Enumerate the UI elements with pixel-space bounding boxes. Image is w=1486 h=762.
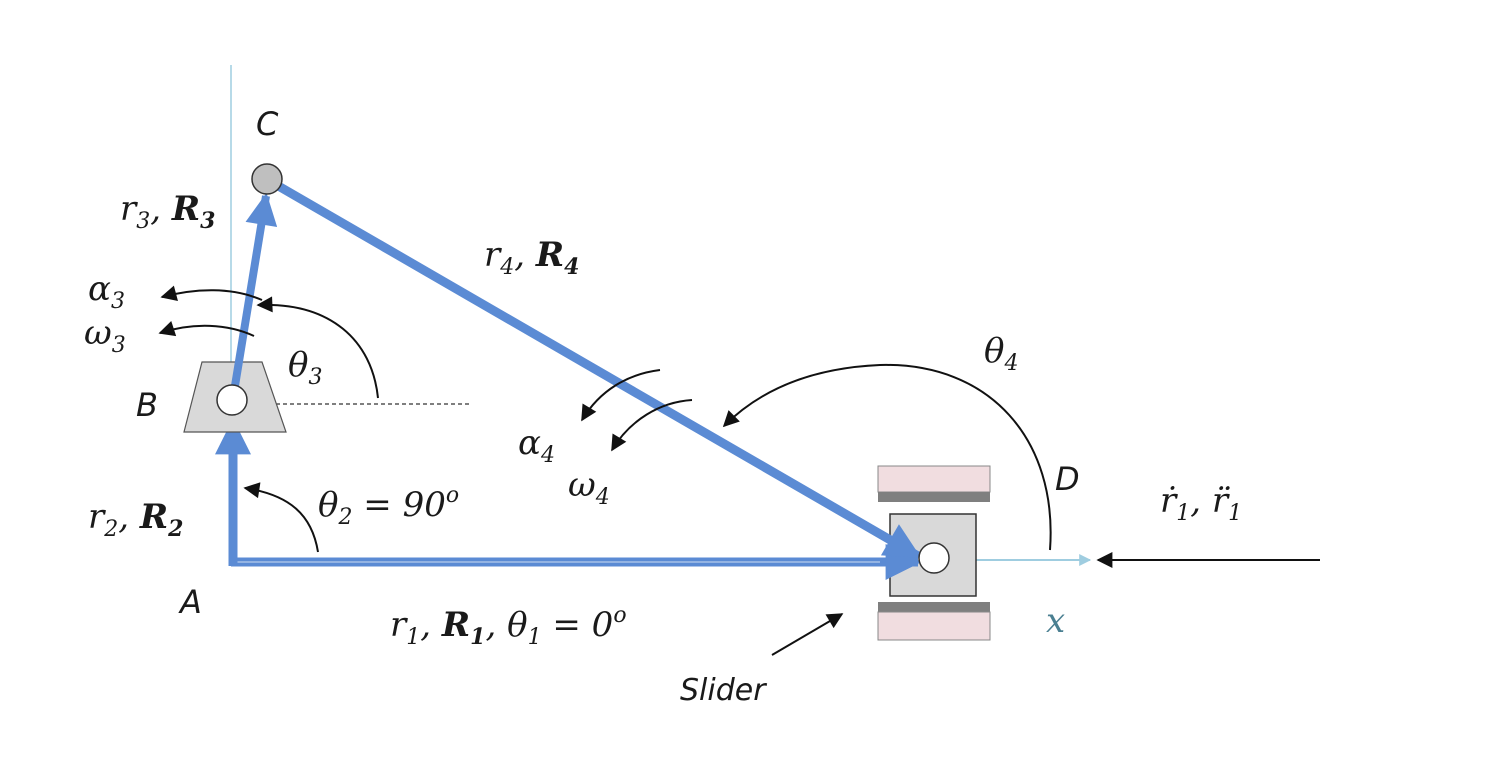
label-r1-R1-theta1: r1, R1, θ1 = 0o	[390, 603, 627, 650]
label-theta3: θ3	[288, 345, 322, 390]
link-r3	[229, 192, 278, 399]
alpha4-arc	[581, 369, 661, 422]
label-point-d: D	[1055, 460, 1080, 498]
label-omega4: ω4	[568, 465, 610, 510]
label-point-a: A	[178, 583, 202, 621]
pin-d-icon	[918, 542, 950, 574]
label-r3-R3: r3, R3	[120, 189, 215, 234]
label-omega3: ω3	[84, 313, 126, 358]
label-point-b: B	[136, 386, 158, 424]
link-r4	[265, 176, 922, 560]
theta4-arc	[722, 363, 1052, 551]
slider-guide-bottom	[877, 602, 991, 641]
label-alpha3: α3	[88, 269, 125, 314]
label-r4-R4: r4, R4	[484, 235, 579, 280]
label-point-c: C	[256, 105, 279, 143]
label-theta2: θ2 = 90o	[318, 483, 459, 530]
label-theta4: θ4	[984, 331, 1018, 376]
label-alpha4: α4	[518, 423, 555, 468]
pin-c-icon	[251, 163, 283, 195]
slider-guide-top	[877, 465, 991, 502]
pin-b-icon	[216, 384, 248, 416]
theta2-arc	[243, 482, 319, 553]
label-x-axis: x	[1046, 601, 1065, 641]
label-rdot-rddot: ṙ1, r̈1	[1160, 481, 1242, 526]
label-slider: Slider	[680, 673, 767, 708]
slider-pointer-arrow	[771, 613, 844, 656]
omega3-arc	[158, 320, 255, 337]
alpha3-arc	[160, 285, 263, 302]
label-r2-R2: r2, R2	[88, 497, 183, 542]
theta3-arc	[256, 296, 379, 399]
omega4-arc	[611, 399, 693, 452]
